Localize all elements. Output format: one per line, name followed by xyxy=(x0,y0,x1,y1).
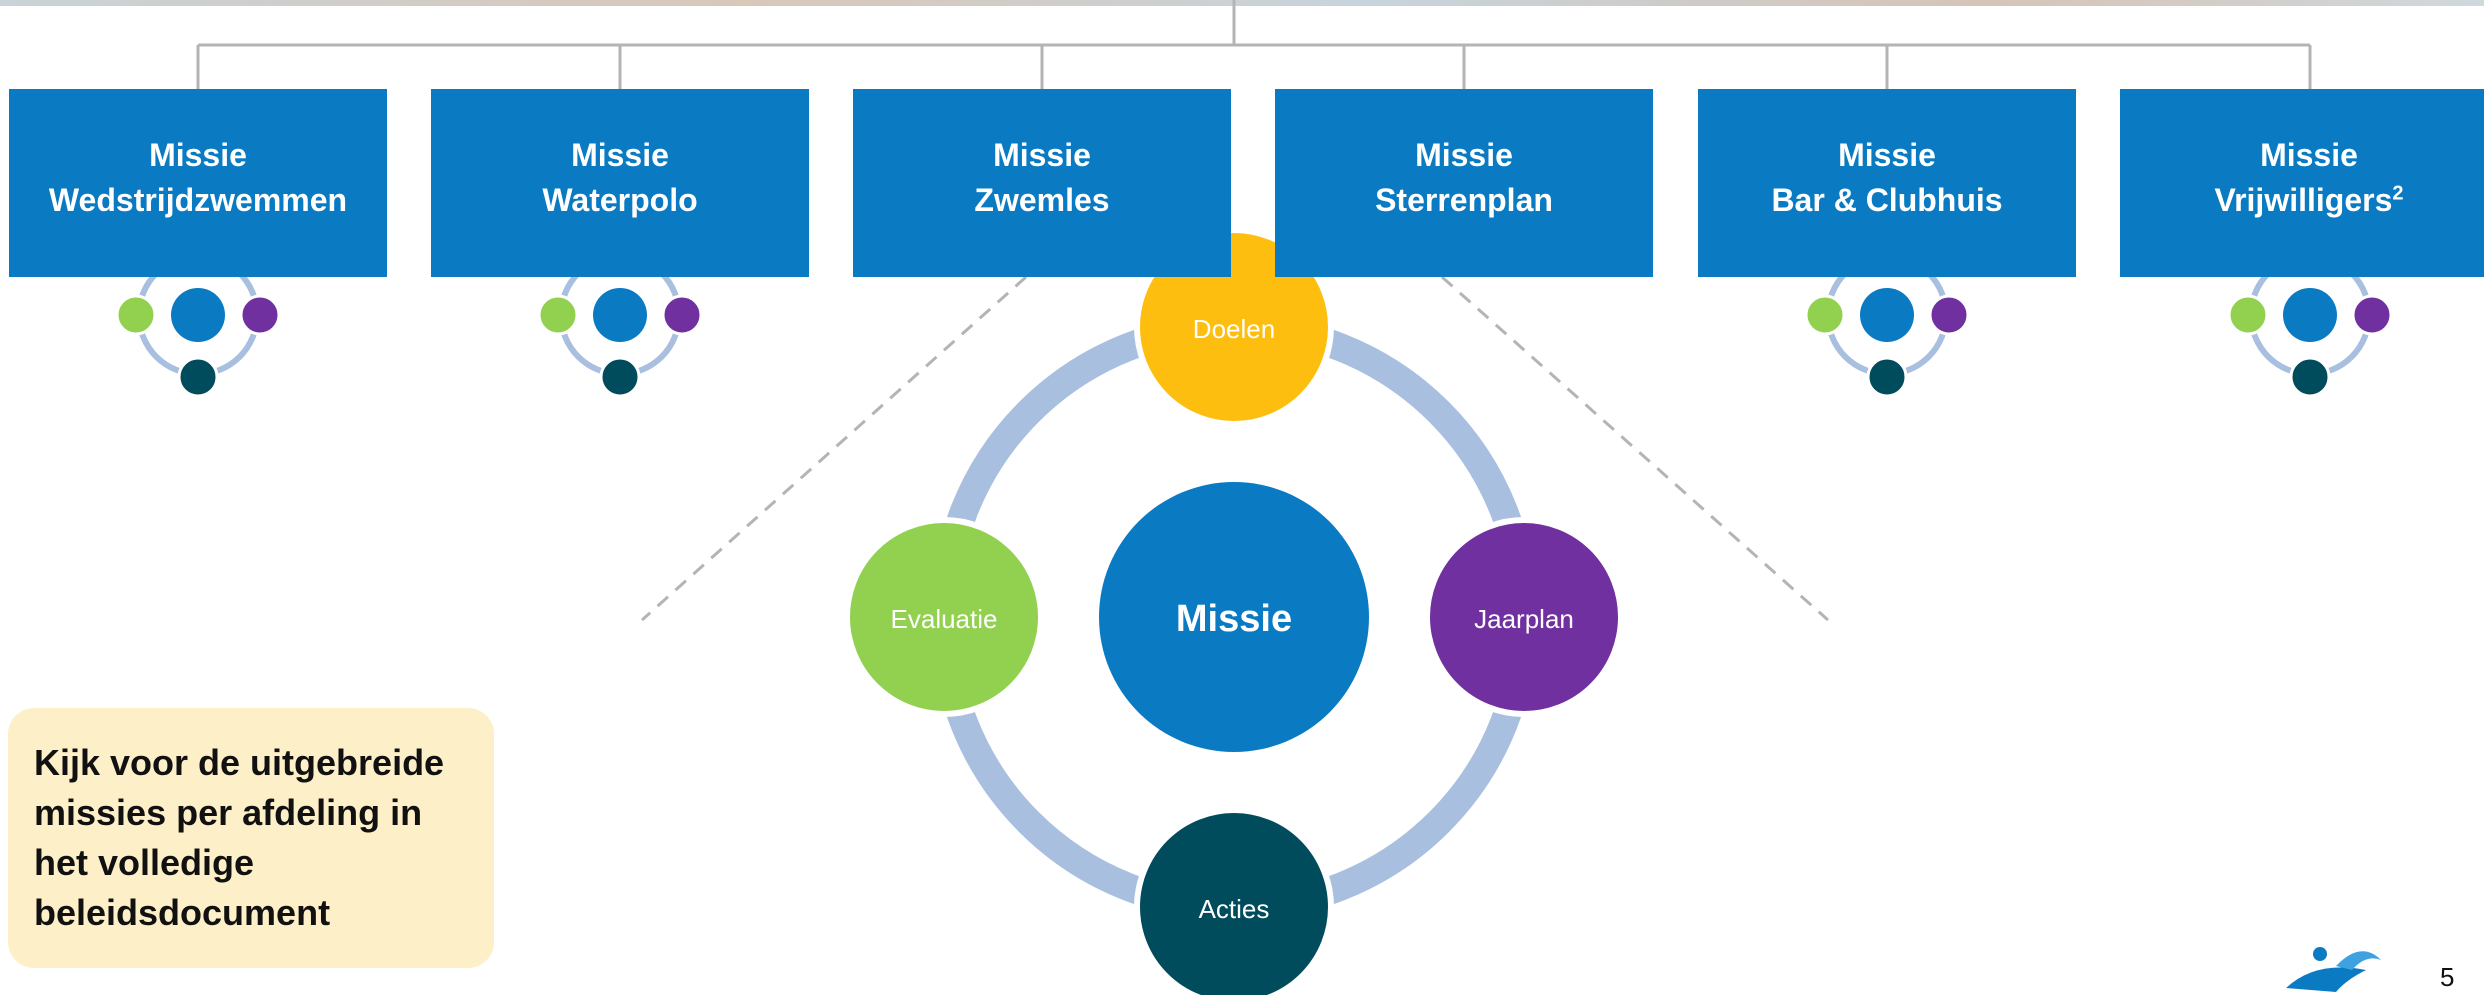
footnote-marker: 2 xyxy=(2392,182,2404,205)
mini-center xyxy=(2283,288,2337,342)
mission-box-waterpolo: Missie Waterpolo xyxy=(431,89,809,277)
mini-cycle-icon-vrijwilligers xyxy=(2227,232,2393,398)
mini-center xyxy=(171,288,225,342)
mission-box-line1: Missie xyxy=(571,137,669,173)
mission-box-line1: Missie xyxy=(1415,137,1513,173)
mission-box-bar-clubhuis: Missie Bar & Clubhuis xyxy=(1698,89,2076,277)
mission-box-wedstrijdzwemmen: Missie Wedstrijdzwemmen xyxy=(9,89,387,277)
connector-lines xyxy=(196,0,2312,89)
club-logo xyxy=(2286,947,2381,992)
mini-node-left xyxy=(1804,294,1846,336)
cycle-label-doelen: Doelen xyxy=(1193,314,1275,344)
mini-node-left xyxy=(537,294,579,336)
mini-node-left xyxy=(115,294,157,336)
callout-box: Kijk voor de uitgebreide missies per afd… xyxy=(8,708,494,968)
mission-box-line2: Bar & Clubhuis xyxy=(1771,182,2003,218)
mini-node-bottom xyxy=(599,356,641,398)
cycle-center-missie xyxy=(1099,482,1369,752)
mission-box-line1: Missie xyxy=(993,137,1091,173)
mission-box-line2: Zwemles xyxy=(974,182,1110,218)
zoom-lines xyxy=(641,275,1829,622)
mission-box-line2: Wedstrijdzwemmen xyxy=(48,182,348,218)
cycle-node-acties xyxy=(1134,807,1334,995)
cycle-node-jaarplan xyxy=(1424,517,1624,717)
cycle-label-evaluatie: Evaluatie xyxy=(891,604,998,634)
mission-box-line1: Missie xyxy=(2260,137,2358,173)
mini-center xyxy=(593,288,647,342)
mini-node-bottom xyxy=(1866,356,1908,398)
mini-node-bottom xyxy=(2289,356,2331,398)
mission-box-line1: Missie xyxy=(149,137,247,173)
mini-center xyxy=(1860,288,1914,342)
mini-node-right xyxy=(661,294,703,336)
cycle-label-jaarplan: Jaarplan xyxy=(1474,604,1574,634)
mission-box-line2: Vrijwilligers2 xyxy=(2215,178,2404,223)
mini-node-bottom xyxy=(177,356,219,398)
mission-cycle: Missie Doelen Jaarplan Acties Evaluatie xyxy=(844,227,1624,995)
cycle-node-doelen xyxy=(1134,227,1334,427)
callout-text: Kijk voor de uitgebreide missies per afd… xyxy=(34,742,445,933)
mini-node-right xyxy=(239,294,281,336)
mission-box-sterrenplan: Missie Sterrenplan xyxy=(1275,89,1653,277)
top-photo-strip xyxy=(0,0,2484,6)
mission-box-zwemles: Missie Zwemles xyxy=(853,89,1231,277)
mission-box-vrijwilligers: Missie Vrijwilligers2 xyxy=(2120,89,2484,277)
cycle-center-label: Missie xyxy=(1176,598,1292,640)
mini-node-right xyxy=(1928,294,1970,336)
mini-node-right xyxy=(2351,294,2393,336)
page-number: 5 xyxy=(2440,962,2455,992)
mini-node-left xyxy=(2227,294,2269,336)
mission-box-line2-text: Vrijwilligers xyxy=(2214,182,2393,218)
mission-box-line2: Waterpolo xyxy=(542,182,698,218)
cycle-node-evaluatie xyxy=(844,517,1044,717)
mini-cycle-icon-bar-clubhuis xyxy=(1804,232,1970,398)
mission-box-line1: Missie xyxy=(1838,137,1936,173)
mission-box-line2: Sterrenplan xyxy=(1375,182,1553,218)
cycle-label-acties: Acties xyxy=(1199,894,1270,924)
